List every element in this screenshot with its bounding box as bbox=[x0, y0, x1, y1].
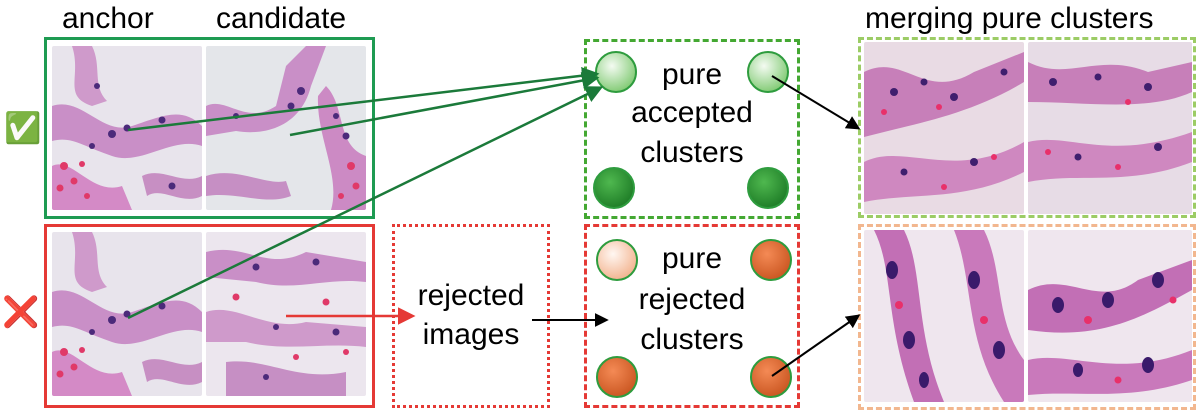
accepted-pair-frame bbox=[44, 37, 375, 219]
accepted-clusters-line1: pure bbox=[661, 58, 723, 91]
rejected-cross-icon: ❌ bbox=[2, 296, 40, 329]
candidate-label: candidate bbox=[216, 2, 347, 35]
merged-accepted-image-1 bbox=[864, 42, 1024, 214]
accepted-check-icon: ✅ bbox=[4, 112, 42, 145]
merged-rejected-image-1 bbox=[864, 230, 1024, 402]
merged-accepted-image-2 bbox=[1028, 42, 1192, 214]
rejected-images-line1: rejected bbox=[417, 279, 525, 312]
merged-accepted-frame bbox=[858, 37, 1196, 218]
rejected-clusters-line3: clusters bbox=[640, 323, 744, 356]
merged-rejected-image-2 bbox=[1028, 230, 1192, 402]
rejected-pair-frame bbox=[44, 224, 375, 408]
merging-clusters-label: merging pure clusters bbox=[865, 2, 1154, 35]
merged-rejected-frame bbox=[858, 224, 1196, 410]
anchor-label: anchor bbox=[62, 2, 154, 35]
rejected-images-line2: images bbox=[422, 318, 520, 351]
rejected-clusters-line2: rejected bbox=[638, 283, 746, 316]
rejected-images-box bbox=[392, 224, 550, 408]
accepted-clusters-line3: clusters bbox=[640, 136, 744, 169]
rejected-clusters-line1: pure bbox=[661, 242, 723, 275]
accepted-clusters-line2: accepted bbox=[631, 96, 753, 129]
